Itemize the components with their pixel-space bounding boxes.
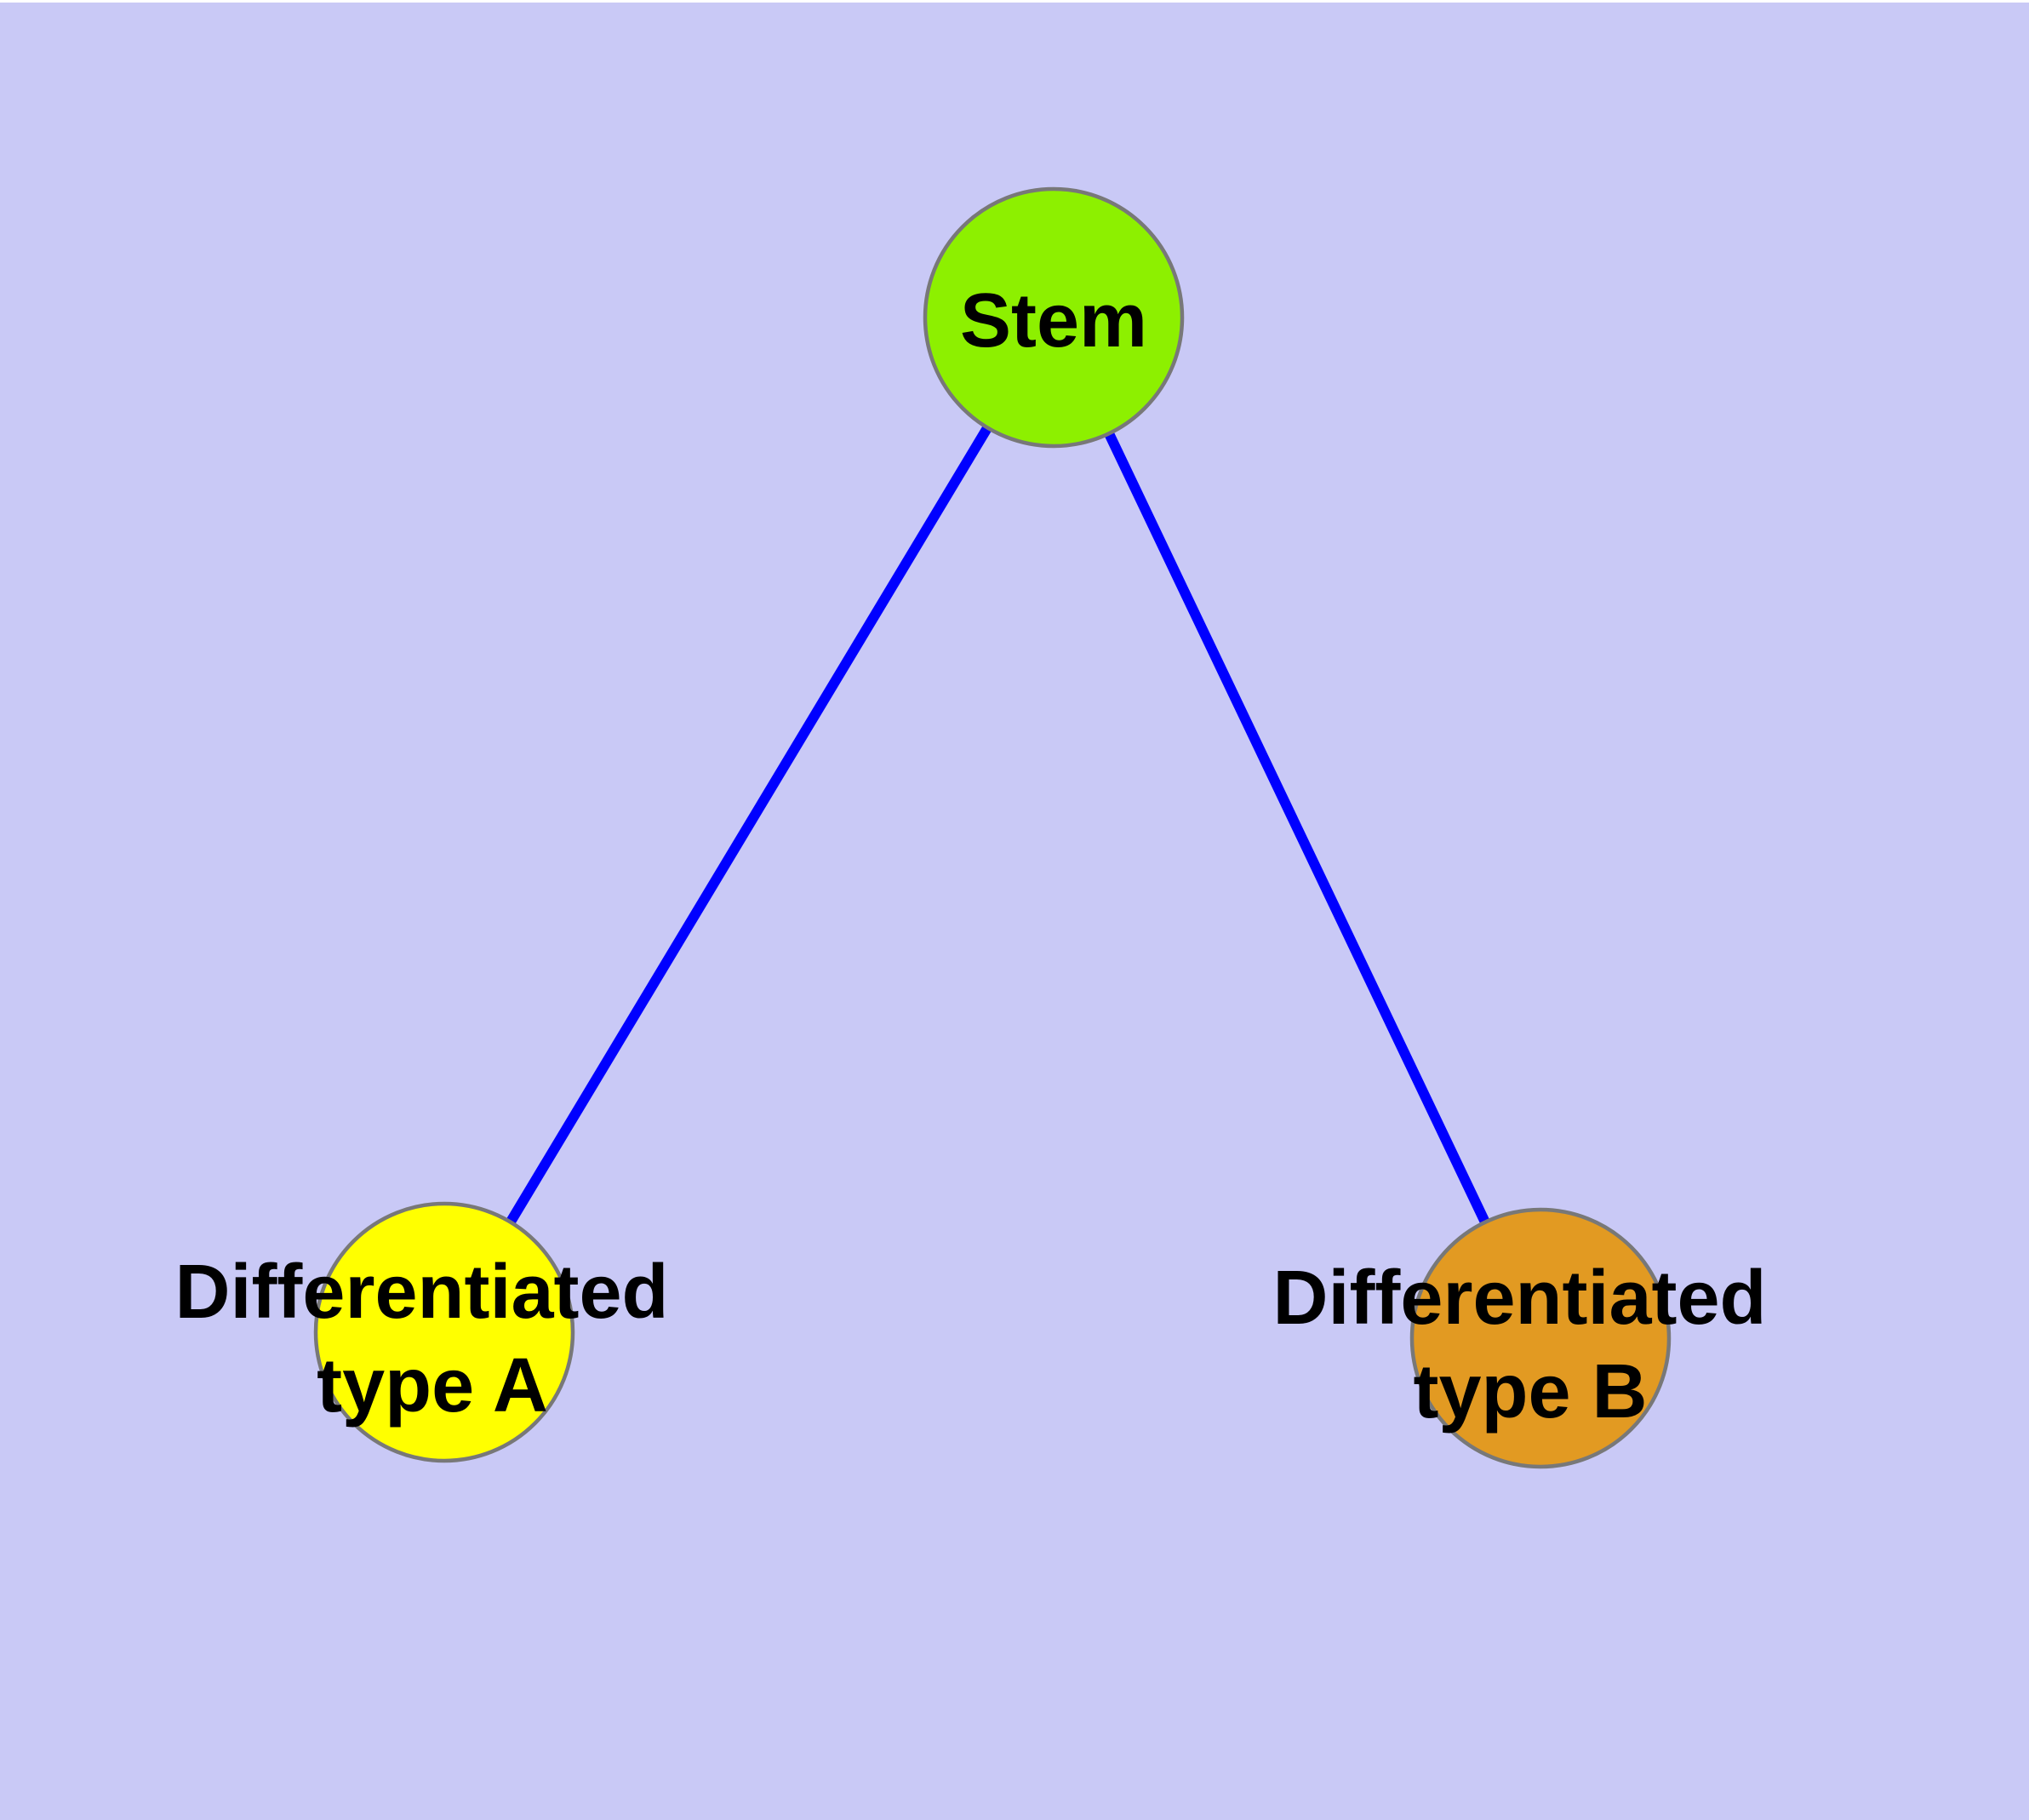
node-stem [923,186,1185,449]
edge-stem-to-type-b [1049,315,1546,1341]
node-type-b-label-line2: type B [1413,1349,1647,1434]
node-differentiated-type-b [1409,1207,1672,1469]
node-stem-label: Stem [960,278,1147,363]
node-type-b-label-line1: Differentiated [1272,1256,1766,1341]
node-stem-label-line: Stem [960,278,1147,363]
node-type-a-label-line2: type A [317,1343,548,1428]
node-type-a-label: Differentiated type A [174,1250,689,1428]
node-type-a-label-line1: Differentiated [174,1250,668,1335]
edge-stem-to-type-a [439,314,1059,1336]
node-differentiated-type-a [313,1201,575,1463]
node-type-b-label: Differentiated type B [1272,1256,1787,1434]
